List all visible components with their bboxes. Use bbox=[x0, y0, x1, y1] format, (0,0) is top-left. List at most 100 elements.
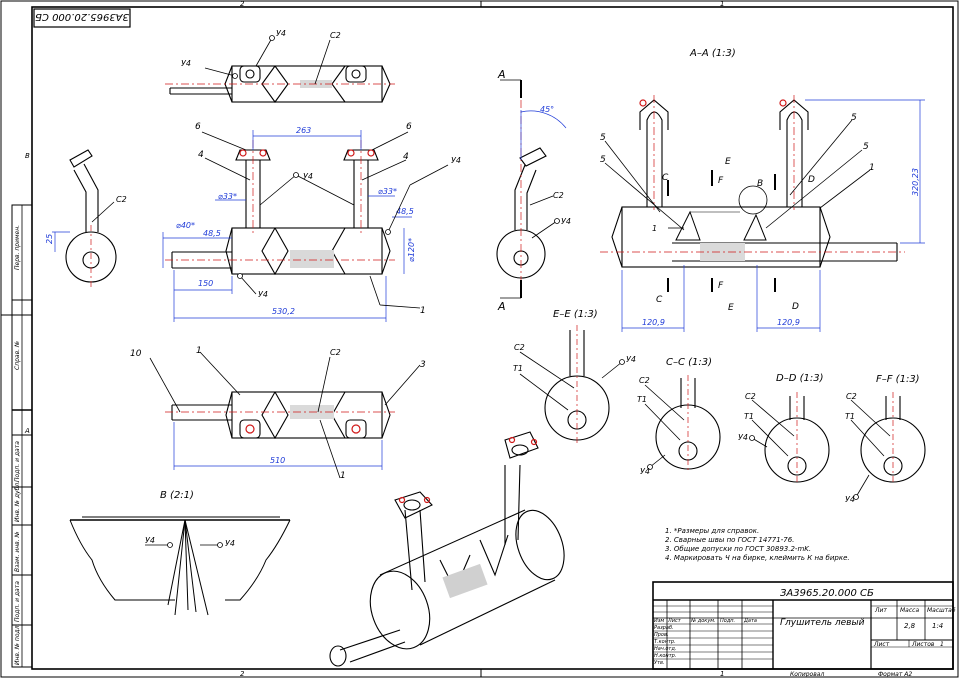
front-dimensions bbox=[162, 130, 412, 322]
note-4: 4. Маркировать Ч на бирке, клеймить К на… bbox=[665, 554, 850, 562]
cut-e-bottom: Е bbox=[728, 303, 734, 313]
zone-bottom-2: 2 bbox=[240, 670, 245, 678]
bottom-c2: С2 bbox=[330, 348, 341, 357]
top-y4-left: У4 bbox=[181, 59, 191, 68]
center-leaders bbox=[529, 195, 560, 239]
section-aa-centerlines bbox=[600, 95, 905, 253]
dim-45: 45° bbox=[540, 105, 554, 114]
top-c2: С2 bbox=[330, 31, 341, 40]
section-aa-perforation bbox=[700, 243, 745, 261]
title-block bbox=[652, 581, 954, 670]
callout-1-bottom-top: 1 bbox=[196, 346, 202, 356]
tb-scale: 1:4 bbox=[932, 622, 943, 630]
tb-col-scale: Масштаб bbox=[927, 607, 956, 614]
callout-6-right: 6 bbox=[406, 122, 412, 132]
dd-t1: Т1 bbox=[744, 412, 754, 421]
rotated-designation-box bbox=[33, 8, 131, 28]
tb-sheet-label: Лист bbox=[873, 641, 890, 648]
cut-a-markers bbox=[500, 79, 522, 299]
section-ff-leaders bbox=[850, 399, 891, 500]
dim-33-right: ⌀33* bbox=[378, 187, 397, 196]
detail-b-title: В (2:1) bbox=[160, 490, 194, 501]
cut-d-bottom: D bbox=[792, 302, 799, 312]
tb-head-date: Дата bbox=[743, 618, 757, 624]
cut-c-bottom: С bbox=[656, 295, 663, 305]
side-stamp: Перв. примен. Справ. № Подп. и дата Инв.… bbox=[11, 204, 33, 668]
center-c2: С2 bbox=[553, 191, 564, 200]
dd-y4: У4 bbox=[738, 433, 748, 442]
dd-c2: С2 bbox=[745, 392, 756, 401]
zone-top-1: 1 bbox=[720, 0, 724, 8]
section-cc-title: С–С (1:3) bbox=[666, 357, 712, 368]
dim-120-9-left: 120,9 bbox=[642, 318, 665, 327]
note-3: 3. Общие допуски по ГОСТ 30893.2-mK. bbox=[665, 545, 811, 553]
section-aa bbox=[611, 99, 898, 268]
tb-sheets-count: 1 bbox=[940, 641, 944, 648]
dim-150: 150 bbox=[198, 279, 213, 288]
front-callout-leaders bbox=[201, 131, 449, 309]
ee-y4: У4 bbox=[626, 355, 636, 364]
ee-c2: С2 bbox=[514, 343, 525, 352]
bottom-bolts bbox=[245, 424, 361, 434]
top-y4-upper: У4 bbox=[276, 29, 286, 38]
isometric-view bbox=[329, 431, 565, 667]
bottom-dims bbox=[173, 422, 383, 470]
dim-40: ⌀40* bbox=[176, 221, 195, 230]
note-2: 2. Сварные швы по ГОСТ 14771-76. bbox=[665, 536, 794, 544]
tb-row-nkontr: Н.контр. bbox=[654, 653, 676, 659]
front-view bbox=[171, 149, 391, 276]
callout-5-d: 5 bbox=[863, 142, 869, 152]
callout-10: 10 bbox=[130, 349, 142, 359]
iso-red-bolts bbox=[398, 436, 538, 504]
cut-f-bottom: F bbox=[718, 281, 724, 291]
stamp-dup-inv: Инв. № дубл. bbox=[14, 481, 21, 522]
stamp-ref-no: Справ. № bbox=[14, 341, 21, 370]
bottom-view bbox=[171, 391, 391, 440]
angle-45 bbox=[520, 110, 567, 160]
section-ee-leaders bbox=[519, 351, 625, 411]
detail-b-y4-right: У4 bbox=[225, 539, 235, 548]
cut-markers-aa bbox=[667, 170, 776, 292]
cut-f-top: F bbox=[718, 176, 724, 186]
tb-head-sign: Подп. bbox=[720, 618, 735, 624]
tb-name: Глушитель левый bbox=[780, 618, 865, 628]
detail-b bbox=[69, 516, 291, 616]
center-side-view bbox=[496, 147, 547, 279]
stamp-replace-inv: Взам. инв. № bbox=[14, 531, 21, 572]
note-1: 1. *Размеры для справок. bbox=[665, 527, 759, 535]
detail-b-letter: В bbox=[757, 179, 763, 189]
dim-510: 510 bbox=[270, 456, 285, 465]
tb-mass: 2,8 bbox=[904, 622, 916, 630]
section-aa-title: А–А (1:3) bbox=[689, 48, 736, 59]
callout-5-a: 5 bbox=[600, 133, 606, 143]
stamp-sign-date-1: Подп. и дата bbox=[14, 441, 21, 482]
detail-b-y4-left: У4 bbox=[145, 536, 155, 545]
cut-a-bottom: А bbox=[497, 300, 506, 313]
tb-col-lit: Лит bbox=[874, 607, 887, 614]
dim-48-5-right: 48,5 bbox=[396, 207, 414, 216]
tb-head-doc: № докум. bbox=[690, 618, 716, 624]
copied-label: Копировал bbox=[790, 671, 824, 678]
section-dd-title: D–D (1:3) bbox=[776, 373, 823, 384]
callout-3: 3 bbox=[420, 360, 426, 370]
cut-d-top: D bbox=[808, 175, 815, 185]
front-y4-bottom: У4 bbox=[258, 290, 268, 299]
center-y4: У4 bbox=[561, 217, 571, 226]
section-ee-title: Е–Е (1:3) bbox=[553, 309, 598, 320]
detail-b-circle bbox=[738, 185, 768, 215]
stamp-first-use: Перв. примен. bbox=[14, 225, 21, 270]
left-side-view bbox=[65, 149, 117, 283]
dim-530-2: 530,2 bbox=[272, 307, 295, 316]
tb-row-prov: Пров. bbox=[654, 632, 669, 638]
callout-6-left: 6 bbox=[195, 122, 201, 132]
section-aa-redmarks bbox=[639, 99, 787, 107]
tb-sheets-label: Листов bbox=[911, 641, 935, 648]
dim-33-left: ⌀33* bbox=[218, 192, 237, 201]
dim-263: 263 bbox=[296, 126, 311, 135]
ff-y4: У4 bbox=[845, 495, 855, 504]
callout-5-c: 5 bbox=[851, 113, 857, 123]
front-flange-bolts bbox=[239, 149, 375, 157]
dim-320-23: 320,23 bbox=[911, 168, 920, 196]
